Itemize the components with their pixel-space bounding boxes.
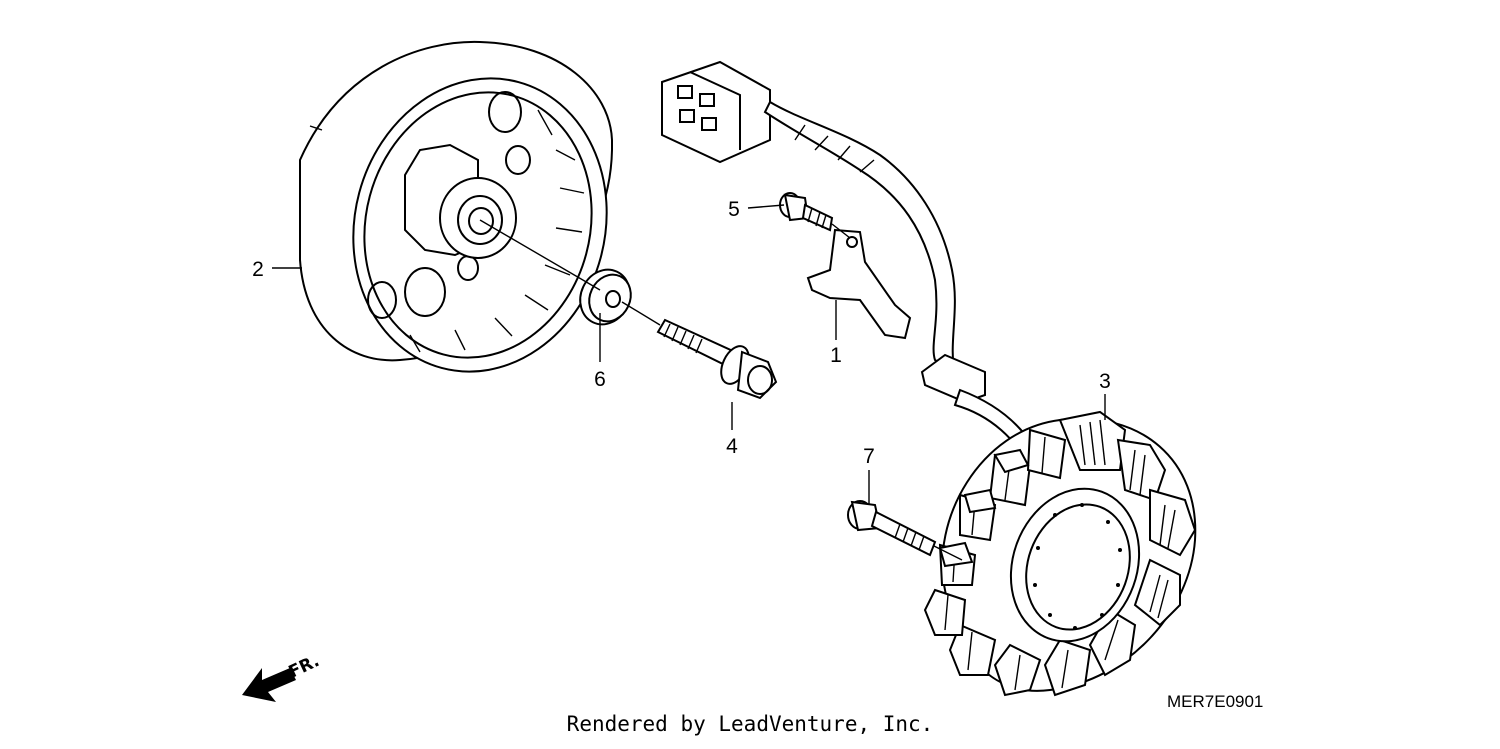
diagram-code: MER7E0901 [1167,692,1263,711]
callout-1[interactable]: 1 [830,344,842,367]
front-direction-label: FR. [286,651,323,682]
callout-5[interactable]: 5 [728,198,740,221]
front-direction-arrow-icon [242,668,296,702]
callout-7[interactable]: 7 [863,445,875,468]
callout-4[interactable]: 4 [726,435,738,458]
flywheel-drawing [299,40,613,373]
leader-lines [272,204,1106,561]
stator-drawing [923,410,1197,697]
footer-credit: Rendered by LeadVenture, Inc. [566,712,934,736]
flywheel-bolt-drawing [656,318,778,400]
stator-bolt-drawing [847,500,937,557]
callout-3[interactable]: 3 [1099,370,1111,393]
bracket-bolt-drawing [779,192,834,232]
wire-harness-drawing [661,60,1052,547]
wire-clamp-bracket-drawing [806,228,912,340]
washer-drawing [579,268,632,326]
callout-2[interactable]: 2 [252,258,264,281]
callout-6[interactable]: 6 [594,368,606,391]
